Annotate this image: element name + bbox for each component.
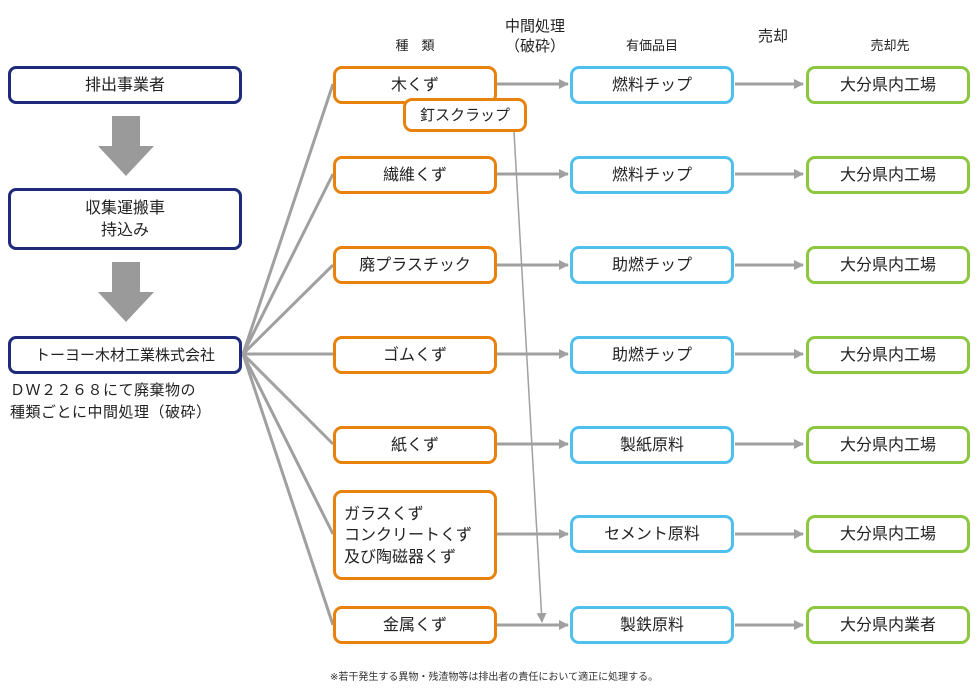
waste-box-1: 木くず	[333, 66, 497, 104]
fan-line-2	[241, 173, 335, 355]
nail-scrap-box: 釘スクラップ	[403, 98, 527, 132]
buyer-box-2: 大分県内工場	[806, 156, 970, 194]
header-sale: 売却	[757, 27, 788, 45]
waste-box-7: 金属くず	[333, 606, 497, 644]
company-box: トーヨー木材工業株式会社	[8, 336, 242, 374]
product-box-4: 助燃チップ	[570, 336, 734, 374]
waste-box-5: 紙くず	[333, 426, 497, 464]
fan-line-1	[241, 83, 335, 355]
product-box-2: 燃料チップ	[570, 156, 734, 194]
process-note: ＤＷ２２６８にて廃棄物の 種類ごとに中間処理（破砕）	[10, 381, 212, 421]
product-box-1: 燃料チップ	[570, 66, 734, 104]
product-box-6: セメント原料	[570, 515, 734, 553]
buyer-box-7: 大分県内業者	[806, 606, 970, 644]
product-box-5: 製紙原料	[570, 426, 734, 464]
header-products: 有価品目	[625, 39, 678, 54]
buyer-box-5: 大分県内工場	[806, 426, 970, 464]
product-box-3: 助燃チップ	[570, 246, 734, 284]
transport-box: 収集運搬車 持込み	[8, 188, 242, 250]
waste-box-3: 廃プラスチック	[333, 246, 497, 284]
footnote: ※若干発生する異物・残渣物等は排出者の責任において適正に処理する。	[330, 672, 659, 683]
fan-line-7	[241, 353, 335, 626]
fan-line-6	[241, 353, 335, 535]
fan-line-5	[241, 352, 335, 446]
down-arrow-1	[98, 116, 154, 176]
generator-box: 排出事業者	[8, 66, 242, 104]
buyer-box-3: 大分県内工場	[806, 246, 970, 284]
waste-box-2: 繊維くず	[333, 156, 497, 194]
buyer-box-1: 大分県内工場	[806, 66, 970, 104]
header-type: 種 類	[395, 39, 435, 54]
header-process: 中間処理 （破砕）	[504, 17, 565, 56]
down-arrow-2	[98, 262, 154, 322]
buyer-box-6: 大分県内工場	[806, 515, 970, 553]
buyer-box-4: 大分県内工場	[806, 336, 970, 374]
product-box-7: 製鉄原料	[570, 606, 734, 644]
header-buyer: 売却先	[870, 39, 910, 54]
nail-scrap-line	[513, 131, 547, 623]
waste-box-4: ゴムくず	[333, 336, 497, 374]
fan-line-3	[241, 263, 335, 356]
waste-box-6: ガラスくず コンクリートくず 及び陶磁器くず	[333, 490, 497, 580]
